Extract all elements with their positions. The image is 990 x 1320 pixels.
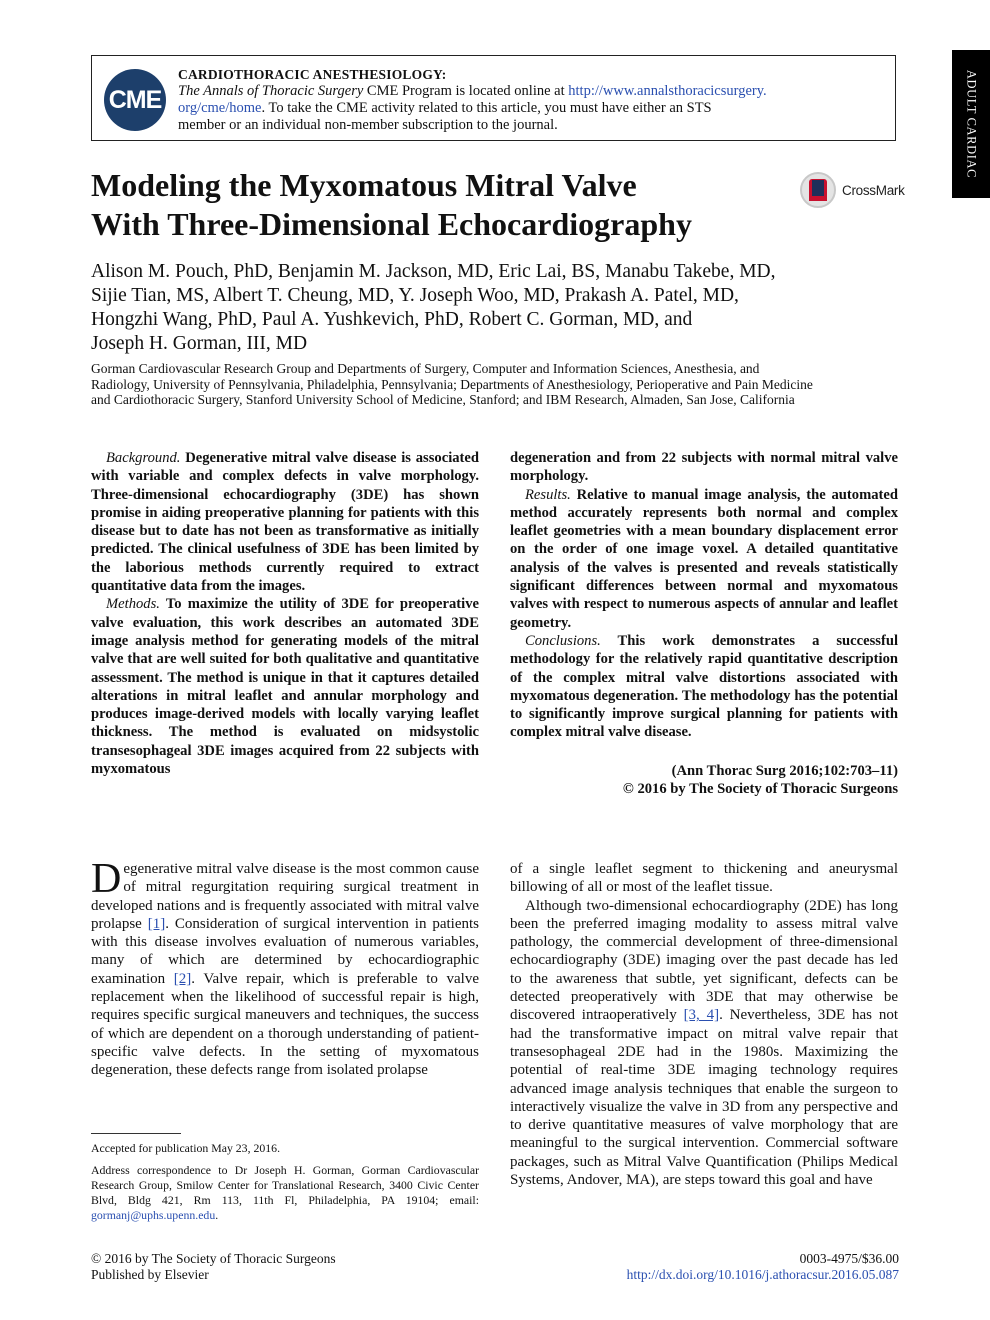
title-line-2: With Three-Dimensional Echocardiography: [91, 206, 692, 242]
abstract-column-left: Background. Degenerative mitral valve di…: [91, 449, 479, 778]
affiliation-line: Radiology, University of Pennsylvania, P…: [91, 376, 813, 392]
footnote-divider: [91, 1133, 181, 1134]
cme-line-3: member or an individual non-member subsc…: [178, 117, 558, 133]
citation-copyright: © 2016 by The Society of Thoracic Surgeo…: [622, 781, 898, 798]
cme-notice-text: CARDIOTHORACIC ANESTHESIOLOGY: The Annal…: [178, 66, 878, 134]
methods-label: Methods.: [106, 596, 160, 613]
affiliation-line: Gorman Cardiovascular Research Group and…: [91, 361, 760, 376]
cme-line-1: The Annals of Thoracic Surgery CME Progr…: [178, 83, 878, 100]
background-text: Degenerative mitral valve disease is ass…: [91, 450, 479, 595]
body-text: . Valve repair, which is preferable to v…: [91, 970, 479, 1079]
conclusions-label: Conclusions.: [525, 632, 601, 649]
citation-reference: (Ann Thorac Surg 2016;102:703–11): [671, 763, 898, 779]
abstract-methods: Methods. To maximize the utility of 3DE …: [91, 595, 479, 778]
cme-heading: CARDIOTHORACIC ANESTHESIOLOGY:: [178, 67, 447, 82]
title-line-1: Modeling the Myxomatous Mitral Valve: [91, 167, 637, 203]
footer-right: 0003-4975/$36.00 http://dx.doi.org/10.10…: [560, 1251, 899, 1282]
conclusions-text: This work demonstrates a successful meth…: [510, 632, 898, 741]
article-title: Modeling the Myxomatous Mitral Valve Wit…: [91, 166, 692, 244]
cme-url-link[interactable]: http://www.annalsthoracicsurgery.: [568, 83, 767, 99]
footer-left: © 2016 by The Society of Thoracic Surgeo…: [91, 1251, 336, 1282]
affiliation-line: and Cardiothoracic Surgery, Stanford Uni…: [91, 392, 795, 407]
body-text: . Nevertheless, 3DE has not had the tran…: [510, 1007, 898, 1189]
author-line: Alison M. Pouch, PhD, Benjamin M. Jackso…: [91, 261, 776, 282]
cme-line-2-text: . To take the CME activity related to th…: [261, 100, 712, 116]
body-text: Although two-dimensional echocardiograph…: [510, 897, 898, 1024]
citation: (Ann Thorac Surg 2016;102:703–11) © 2016…: [510, 762, 898, 799]
footer-publisher: Published by Elsevier: [91, 1266, 209, 1282]
abstract-column-right: degeneration and from 22 subjects with n…: [510, 449, 898, 742]
body-paragraph: Although two-dimensional echocardiograph…: [510, 897, 898, 1190]
abstract-background: Background. Degenerative mitral valve di…: [91, 449, 479, 595]
cme-journal-name: The Annals of Thoracic Surgery: [178, 83, 364, 99]
footnote-accepted: Accepted for publication May 23, 2016.: [91, 1141, 281, 1155]
crossmark-icon: [800, 172, 836, 208]
cme-logo: CME: [104, 69, 166, 131]
address-text: Address correspondence to Dr Joseph H. G…: [91, 1163, 479, 1207]
author-line: Sijie Tian, MS, Albert T. Cheung, MD, Y.…: [91, 285, 739, 306]
body-column-right: of a single leaflet segment to thickenin…: [510, 860, 898, 1189]
section-tab: ADULT CARDIAC: [952, 50, 990, 198]
author-list: Alison M. Pouch, PhD, Benjamin M. Jackso…: [91, 260, 901, 356]
footer-copyright: © 2016 by The Society of Thoracic Surgeo…: [91, 1251, 336, 1266]
section-tab-label: ADULT CARDIAC: [964, 69, 979, 179]
doi-link[interactable]: http://dx.doi.org/10.1016/j.athoracsur.2…: [626, 1266, 899, 1282]
body-text: egenerative mitral valve disease is the …: [91, 861, 479, 932]
cme-url-link-cont[interactable]: org/cme/home: [178, 100, 262, 116]
footer-issn: 0003-4975/$36.00: [799, 1251, 899, 1266]
cme-line-1-text: CME Program is located online at: [363, 83, 569, 99]
abstract-conclusions: Conclusions. This work demonstrates a su…: [510, 632, 898, 742]
crossmark-label: CrossMark: [842, 182, 905, 198]
author-line: Joseph H. Gorman, III, MD: [91, 333, 308, 354]
reference-link[interactable]: [1]: [147, 915, 166, 932]
affiliations: Gorman Cardiovascular Research Group and…: [91, 361, 901, 408]
cme-notice-box: CME CARDIOTHORACIC ANESTHESIOLOGY: The A…: [91, 55, 896, 141]
body-text: . Consideration of surgical intervention…: [91, 915, 479, 987]
results-text: Relative to manual image analysis, the a…: [510, 486, 898, 631]
footnote-address: Address correspondence to Dr Joseph H. G…: [91, 1163, 479, 1223]
reference-link[interactable]: [3, 4]: [683, 1007, 720, 1024]
author-line: Hongzhi Wang, PhD, Paul A. Yushkevich, P…: [91, 309, 693, 330]
abstract-methods-cont: degeneration and from 22 subjects with n…: [510, 450, 898, 485]
drop-cap: D: [91, 856, 122, 902]
methods-text: To maximize the utility of 3DE for preop…: [91, 596, 479, 778]
email-link[interactable]: gormanj@uphs.upenn.edu: [91, 1208, 216, 1222]
abstract-results: Results. Relative to manual image analys…: [510, 486, 898, 632]
reference-link[interactable]: [2]: [173, 970, 192, 987]
crossmark-badge[interactable]: CrossMark: [800, 170, 905, 210]
cme-line-2: org/cme/home. To take the CME activity r…: [178, 100, 878, 117]
body-paragraph-cont: of a single leaflet segment to thickenin…: [510, 861, 898, 896]
address-end: .: [215, 1208, 219, 1222]
background-label: Background.: [106, 450, 181, 466]
results-label: Results.: [525, 486, 571, 503]
